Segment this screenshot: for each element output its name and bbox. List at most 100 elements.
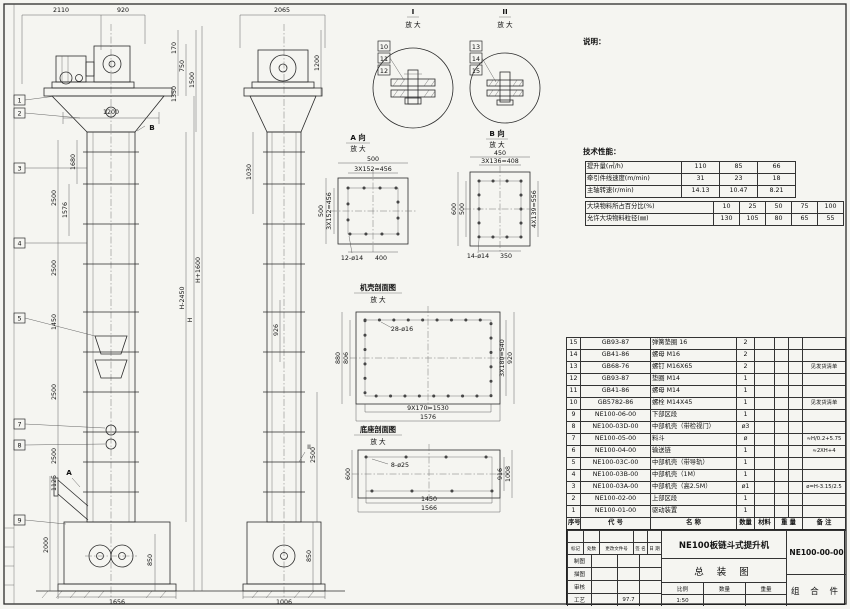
- qty-label: 数量: [703, 582, 745, 594]
- dim-1125: 1125: [51, 475, 58, 491]
- staff-role: 描图: [567, 567, 591, 580]
- detail-ii-subtitle: 放 大: [497, 20, 513, 29]
- staff-role: 审核: [567, 580, 591, 593]
- parts-list-row: 2 NE100-02-00 上部区段 1: [566, 493, 846, 506]
- rev-label-count: 处数: [583, 542, 599, 554]
- parts-list-row: 13 GB68-76 螺钉 M16X65 2 见发货清单: [566, 361, 846, 374]
- cell: 110: [681, 161, 720, 174]
- header-name: 名 称: [650, 517, 737, 530]
- rev-cell: [633, 530, 647, 542]
- base-dim-600: 600: [345, 468, 352, 480]
- parts-list-row: 3 NE100-03A-00 中部机壳（高2.5M） ø1 ø=H-3.15/2…: [566, 481, 846, 494]
- part-name: 料斗: [650, 433, 737, 446]
- part-weight-each: [774, 361, 789, 374]
- parts-list-table: 15 GB93-87 弹簧垫圈 16 2 14 GB41-86 螺母 M16 2…: [566, 337, 846, 530]
- dim-2000: 2000: [43, 537, 50, 553]
- dim-1656: 1656: [109, 599, 125, 606]
- part-no: 7: [566, 433, 581, 446]
- part-material: [754, 481, 775, 494]
- dim-1680: 1680: [70, 154, 77, 170]
- part-code: GB41-86: [580, 385, 651, 398]
- part-material: [754, 421, 775, 434]
- part-name: 螺钉 M16X65: [650, 361, 737, 374]
- part-no: 1: [566, 505, 581, 518]
- parts-list-row: 15 GB93-87 弹簧垫圈 16 2: [566, 337, 846, 350]
- drawing-number: NE100-00-00: [786, 530, 846, 574]
- part-qty: 1: [736, 385, 755, 398]
- part-material: [754, 337, 775, 350]
- part-code: NE100-05-00: [580, 433, 651, 446]
- view-b-dim-450: 450: [494, 150, 506, 157]
- part-qty: ø3: [736, 421, 755, 434]
- callout-2: 2: [17, 110, 21, 118]
- base-dim-1450: 1450: [421, 496, 437, 503]
- qty-value: [703, 594, 745, 606]
- base-dim-1566: 1566: [421, 505, 437, 512]
- casing-section-view: 机壳剖面图 放 大 880 806 28-ø16 9X170=1530 1576…: [335, 283, 515, 422]
- dim-1200-side: 1200: [314, 55, 321, 71]
- title-block: 标记 处数 更改文件号 签 名 日 期 制图 描图 审核 工艺 97.7 NE1…: [566, 529, 846, 606]
- cell: 10: [713, 201, 740, 214]
- callout-7: 7: [17, 421, 21, 429]
- casing-subtitle: 放 大: [370, 295, 386, 304]
- part-remark: [802, 469, 846, 482]
- cell: 66: [757, 161, 796, 174]
- staff-extra: [639, 593, 661, 606]
- parts-list-row: 7 NE100-05-00 料斗 ø ≈H/0.2+5.75: [566, 433, 846, 446]
- callout-12: 12: [380, 67, 388, 75]
- part-name: 中部机壳（带导轨）: [650, 457, 737, 470]
- staff-date: [617, 567, 639, 580]
- part-material: [754, 349, 775, 362]
- view-b-dim-350: 350: [500, 253, 512, 260]
- part-weight-each: [774, 505, 789, 518]
- view-b-title: B 向: [489, 129, 504, 138]
- header-qty: 数量: [736, 517, 755, 530]
- part-weight-total: [788, 361, 803, 374]
- dim-750: 750: [179, 60, 186, 72]
- cell: 8.21: [757, 185, 796, 198]
- callout-10: 10: [380, 43, 388, 51]
- part-name: 螺母 M14: [650, 385, 737, 398]
- part-remark: [802, 385, 846, 398]
- cell: 130: [713, 213, 740, 226]
- part-remark: [802, 349, 846, 362]
- dim-170: 170: [171, 42, 178, 54]
- part-weight-each: [774, 445, 789, 458]
- view-b-dim-556: 4X139=556: [531, 190, 538, 228]
- section-marker-b: B: [149, 123, 154, 132]
- view-a-dim-456: 3X152=456: [354, 166, 392, 173]
- staff-extra: [639, 554, 661, 567]
- front-elevation-view: 1 2 3 4 5 7 8 9 2110 920 170 750 1350 15…: [13, 7, 203, 606]
- row-label: 主轴转速(r/min): [585, 185, 682, 198]
- part-qty: 2: [736, 361, 755, 374]
- part-qty: ø1: [736, 481, 755, 494]
- part-remark: [802, 373, 846, 386]
- dim-2500-b: 2500: [51, 260, 58, 276]
- view-a-subtitle: 放 大: [350, 144, 366, 153]
- part-qty: 1: [736, 493, 755, 506]
- parts-list-row: 8 NE100-03D-00 中部机壳（带检视门） ø3: [566, 421, 846, 434]
- part-remark: [802, 337, 846, 350]
- view-b-subtitle: 放 大: [489, 140, 505, 149]
- callout-14: 14: [472, 55, 480, 63]
- part-no: 8: [566, 421, 581, 434]
- cell: 14.13: [681, 185, 720, 198]
- side-elevation-view: 2065 1200 1030 926 2500 850 1006 II: [239, 7, 326, 606]
- part-weight-total: [788, 457, 803, 470]
- part-name: 中部机壳（1M）: [650, 469, 737, 482]
- view-a-dim-456-left: 3X152=456: [326, 192, 333, 230]
- dim-850-side: 850: [306, 550, 313, 562]
- part-remark: [802, 409, 846, 422]
- part-weight-total: [788, 505, 803, 518]
- base-holes-label: 8-ø25: [391, 462, 409, 469]
- part-qty: 1: [736, 397, 755, 410]
- part-name: 螺母 M16: [650, 349, 737, 362]
- cell: 31: [681, 173, 720, 186]
- part-remark: [802, 505, 846, 518]
- table-row: 允许大块物料粒径(㎜) 130 105 80 65 55: [585, 213, 844, 226]
- part-name: 中部机壳（带检视门）: [650, 421, 737, 434]
- callout-11: 11: [380, 55, 388, 63]
- staff-sign: [591, 554, 617, 567]
- part-material: [754, 409, 775, 422]
